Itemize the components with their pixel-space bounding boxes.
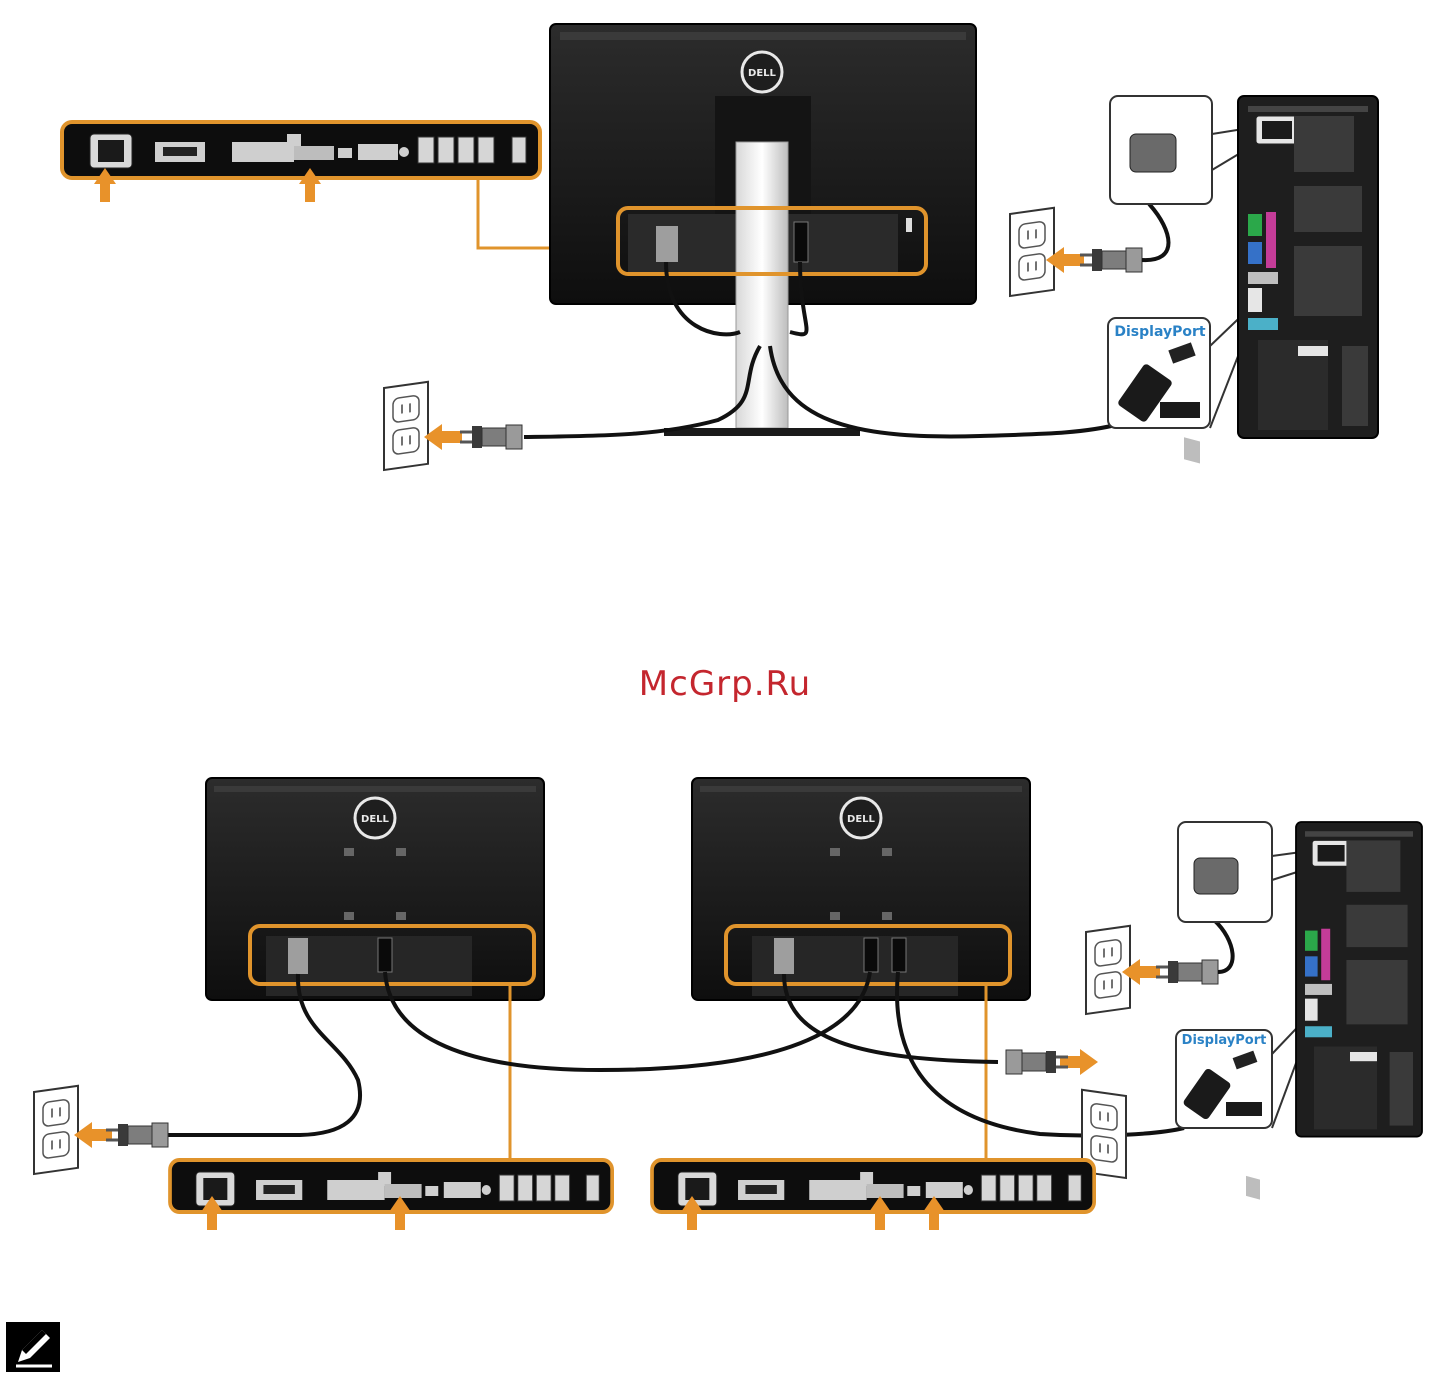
port-panel-detail [168,1158,615,1214]
watermark-text: McGrp.Ru [638,664,812,704]
daisy-chain-setup: DELL DELL [32,777,1423,1230]
power-plug-icon [1154,958,1220,986]
monitor-rear-1: DELL [205,777,545,1001]
dell-logo-text: DELL [748,68,777,79]
arrow-left-icon [424,424,462,450]
monitor-rear-2: DELL [691,777,1031,1001]
power-plug-icon [1004,1048,1070,1076]
single-monitor-setup: DELL [60,23,1379,472]
pc-tower [1295,821,1423,1138]
arrow-left-icon [74,1122,112,1148]
arrow-right-icon [1060,1049,1098,1075]
displayport-callout: DisplayPort [1175,1011,1313,1129]
dell-logo-text: DELL [847,814,876,825]
pc-tower [1237,95,1379,439]
wall-outlet-icon [1084,924,1132,1016]
port-highlight [248,924,536,986]
wall-outlet-icon [1008,206,1056,298]
dell-logo-text: DELL [361,814,390,825]
pencil-note-icon [6,1322,60,1372]
power-plug-icon [104,1121,170,1149]
displayport-label: DisplayPort [1114,324,1205,340]
monitor-stand [735,141,789,429]
wall-outlet-icon [32,1084,80,1176]
port-panel-detail [650,1158,1097,1214]
displayport-label: DisplayPort [1182,1033,1267,1048]
power-plug-icon [1078,246,1144,274]
port-highlight [616,206,928,276]
power-cord-callout [1177,821,1317,1200]
wall-outlet-icon [382,380,430,472]
power-plug-icon [458,423,524,451]
displayport-callout: DisplayPort [1107,301,1257,429]
port-panel-detail [60,120,542,180]
